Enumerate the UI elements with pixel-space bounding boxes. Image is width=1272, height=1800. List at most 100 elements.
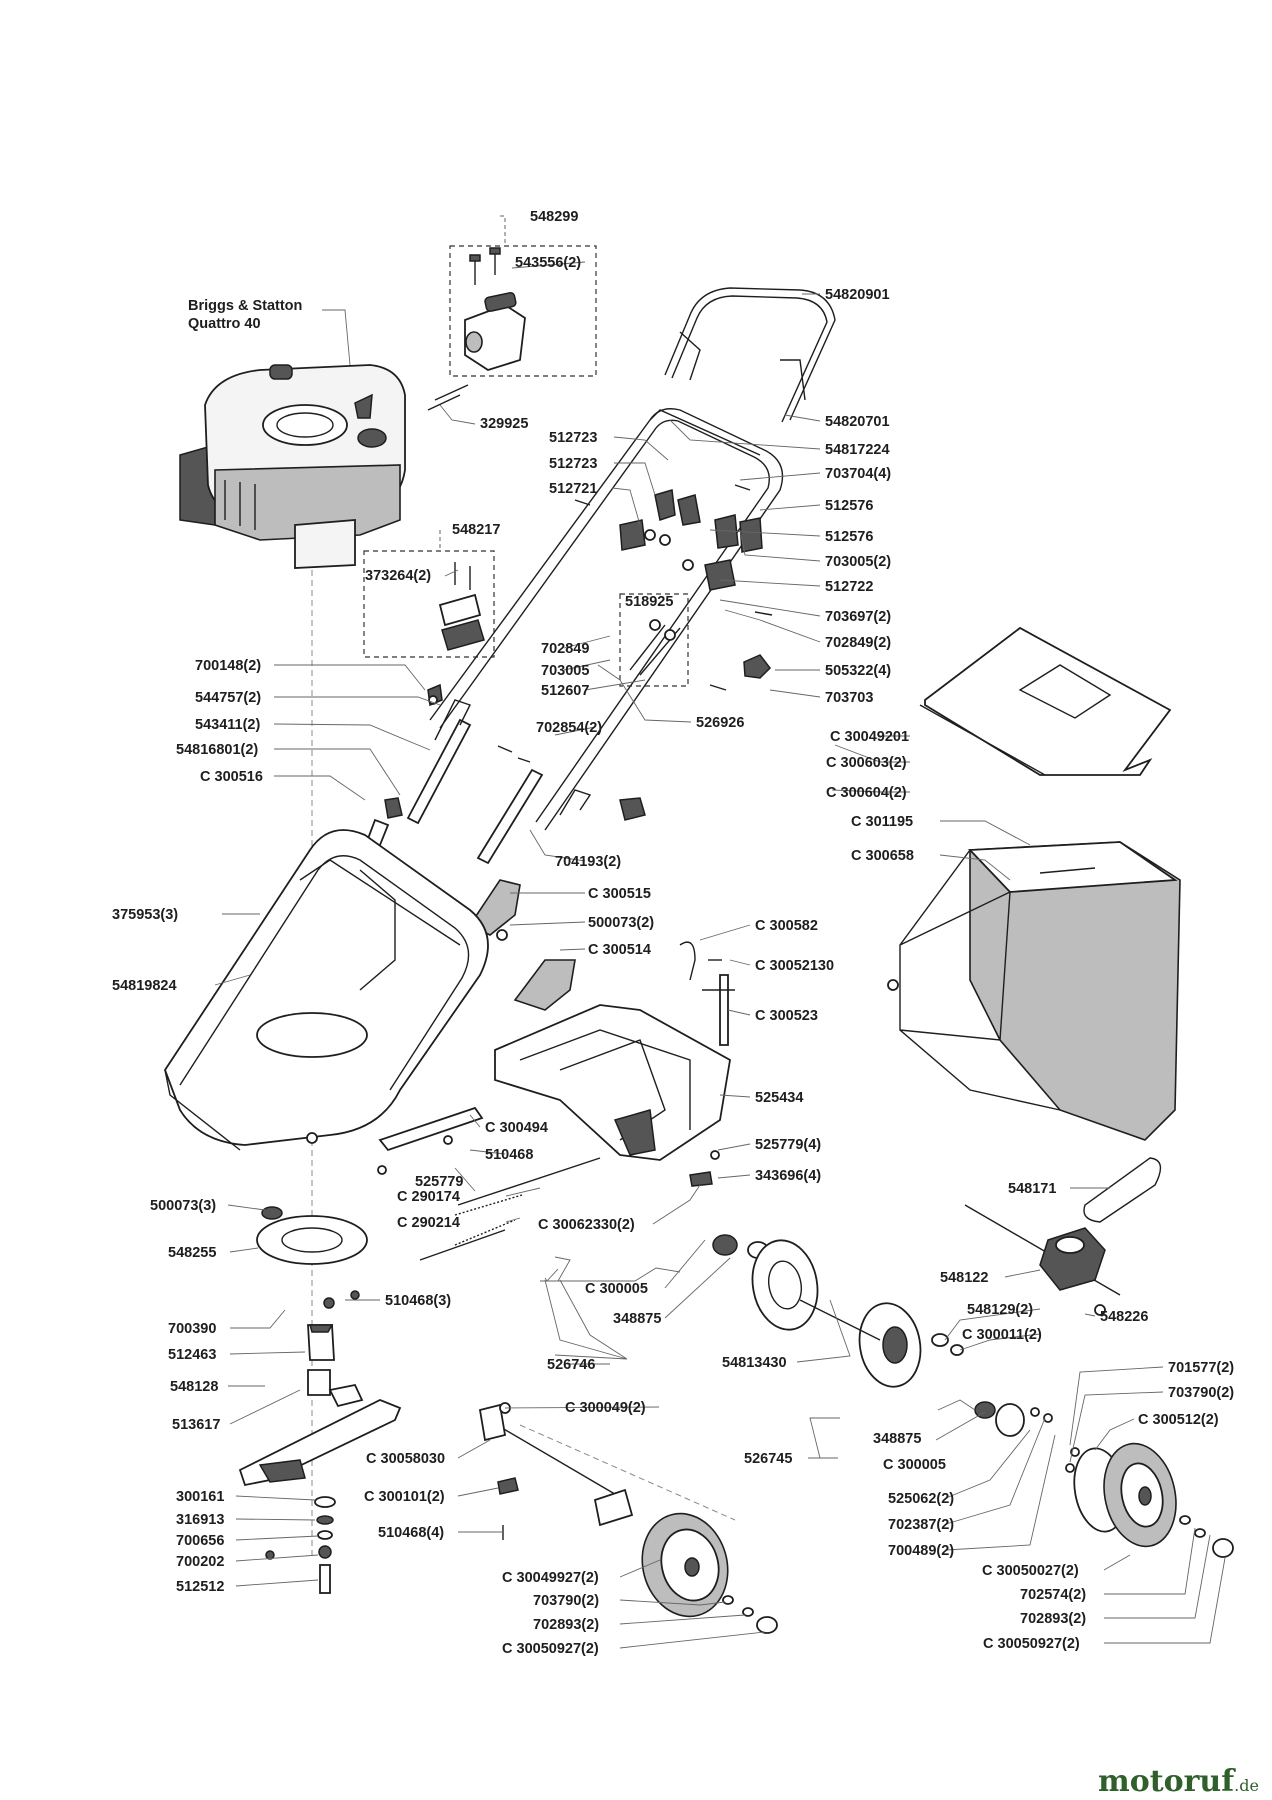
part-label: 512576 — [825, 498, 873, 514]
leader-lines — [214, 215, 1226, 1649]
handle-clamps-illustration — [574, 484, 773, 691]
part-label: 548255 — [168, 1245, 216, 1261]
part-label: 54817224 — [825, 442, 890, 458]
part-label: 500073(3) — [150, 1198, 216, 1214]
upper-handle-illustration — [664, 287, 836, 423]
part-label: 510468(3) — [385, 1293, 451, 1309]
part-label: 543556(2) — [515, 255, 581, 271]
part-label: 702854(2) — [536, 720, 602, 736]
part-label: 54820701 — [825, 414, 890, 430]
lever-kit-illustration — [629, 619, 681, 676]
engine-label-line1: Briggs & Statton — [188, 298, 302, 314]
part-label: 316913 — [176, 1512, 224, 1528]
part-label: 300161 — [176, 1489, 224, 1505]
part-label: 54819824 — [112, 978, 177, 994]
part-label: 702849(2) — [825, 635, 891, 651]
part-label: 703697(2) — [825, 609, 891, 625]
front-wheel-illustration — [641, 1512, 778, 1634]
part-label: 513617 — [172, 1417, 220, 1433]
part-label: 548226 — [1100, 1309, 1148, 1325]
lower-handle-tubes-illustration — [358, 683, 646, 867]
springs-illustration — [419, 1157, 601, 1261]
part-label: 512721 — [549, 481, 597, 497]
part-label: 375953(3) — [112, 907, 178, 923]
part-label: 700656 — [176, 1533, 224, 1549]
part-label: 525779(4) — [755, 1137, 821, 1153]
part-label: C 30050927(2) — [983, 1636, 1080, 1652]
part-label: C 300515 — [588, 886, 651, 902]
deck-brackets-illustration — [468, 879, 576, 1011]
part-label: 548128 — [170, 1379, 218, 1395]
part-label: 702893(2) — [533, 1617, 599, 1633]
part-label: 700148(2) — [195, 658, 261, 674]
rear-right-wheel-illustration — [1065, 1442, 1234, 1558]
part-label: 525062(2) — [888, 1491, 954, 1507]
part-label: 526926 — [696, 715, 744, 731]
part-label: 510468(4) — [378, 1525, 444, 1541]
watermark-logo: motoruf.de — [1098, 1764, 1259, 1799]
rear-drive-wheel-illustration — [712, 1234, 1053, 1437]
part-label: 548217 — [452, 522, 500, 538]
part-label: C 301195 — [851, 814, 913, 830]
part-label: 702387(2) — [888, 1517, 954, 1533]
part-label: C 300516 — [200, 769, 263, 785]
bracket-illustration — [438, 562, 485, 651]
part-label: C 290214 — [397, 1215, 460, 1231]
part-label: 54820901 — [825, 287, 890, 303]
part-label: C 30050027(2) — [982, 1563, 1079, 1579]
part-label: 54816801(2) — [176, 742, 258, 758]
part-label: 543411(2) — [195, 717, 260, 733]
rear-guard-illustration — [377, 1004, 731, 1187]
part-label: 548122 — [940, 1270, 988, 1286]
part-label: 512723 — [549, 456, 597, 472]
part-label: 701577(2) — [1168, 1360, 1234, 1376]
part-label: 526746 — [547, 1357, 595, 1373]
part-label: C 290174 — [397, 1189, 460, 1205]
part-label: C 300512(2) — [1138, 1412, 1219, 1428]
part-label: 512607 — [541, 683, 589, 699]
part-label: 702574(2) — [1020, 1587, 1086, 1603]
part-label: 703005(2) — [825, 554, 891, 570]
part-label: 548299 — [530, 209, 578, 225]
part-label: C 30049927(2) — [502, 1570, 599, 1586]
part-label: 373264(2) — [365, 568, 431, 584]
drive-belt-illustration — [1083, 1157, 1162, 1223]
part-label: C 300523 — [755, 1008, 818, 1024]
part-label: C 300494 — [485, 1120, 548, 1136]
part-label: 700489(2) — [888, 1543, 954, 1559]
part-label: 525779 — [415, 1174, 463, 1190]
part-label: 54813430 — [722, 1355, 787, 1371]
throttle-control-illustration — [427, 247, 526, 411]
part-label: 510468 — [485, 1147, 533, 1163]
part-label: 512512 — [176, 1579, 224, 1595]
engine-illustration — [179, 364, 406, 569]
part-label: 702849 — [541, 641, 589, 657]
part-label: 548129(2) — [967, 1302, 1033, 1318]
part-label: C 300101(2) — [364, 1489, 445, 1505]
part-label: C 300049(2) — [565, 1400, 646, 1416]
part-label: 348875 — [613, 1311, 661, 1327]
rear-hook-illustration — [679, 941, 735, 1046]
part-label: 512463 — [168, 1347, 216, 1363]
wheel-axis-left — [519, 1424, 736, 1521]
part-label: C 30049201 — [830, 729, 909, 745]
part-label: C 300011(2) — [962, 1327, 1042, 1343]
part-label: 703704(4) — [825, 466, 891, 482]
part-label: 702893(2) — [1020, 1611, 1086, 1627]
part-label: 703790(2) — [533, 1593, 599, 1609]
part-label: C 30062330(2) — [538, 1217, 635, 1233]
part-label: 500073(2) — [588, 915, 654, 931]
main-handle-illustration — [429, 408, 784, 831]
part-label: C 300514 — [588, 942, 651, 958]
part-label: 703790(2) — [1168, 1385, 1234, 1401]
part-label: 704193(2) — [555, 854, 621, 870]
blade-stack-illustration — [238, 1206, 402, 1594]
part-label: C 300005 — [585, 1281, 648, 1297]
part-label: 512722 — [825, 579, 873, 595]
part-label: C 300582 — [755, 918, 818, 934]
part-label: C 30052130 — [755, 958, 834, 974]
part-label: C 300658 — [851, 848, 914, 864]
part-label: C 300604(2) — [826, 785, 907, 801]
part-label: 348875 — [873, 1431, 921, 1447]
